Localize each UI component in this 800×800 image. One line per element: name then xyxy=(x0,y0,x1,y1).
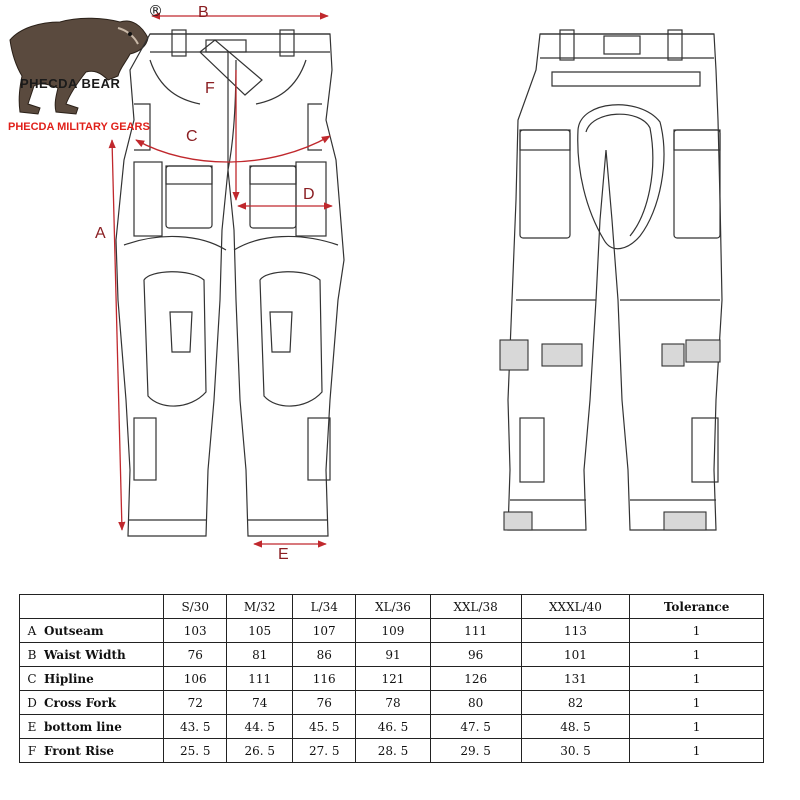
table-cell: 113 xyxy=(520,618,631,643)
dimension-lines xyxy=(108,12,333,548)
dimension-label-a: A xyxy=(95,225,106,242)
dimension-label-d: D xyxy=(303,186,315,203)
table-cell: 43. 5 xyxy=(162,714,228,739)
brand-name: PHECDA BEAR xyxy=(20,76,121,91)
table-cell: 78 xyxy=(355,690,431,715)
row-label: A Outseam xyxy=(19,618,164,643)
table-cell: 86 xyxy=(292,642,357,667)
table-cell: 131 xyxy=(520,666,631,691)
table-cell: 96 xyxy=(429,642,522,667)
row-code: A xyxy=(27,623,37,638)
velcro-patches xyxy=(499,339,721,531)
column-header: XL/36 xyxy=(355,594,431,619)
row-label: C Hipline xyxy=(19,666,164,691)
column-header: L/34 xyxy=(292,594,357,619)
row-name: bottom line xyxy=(44,719,122,734)
row-name: Hipline xyxy=(44,671,94,686)
table-cell: 1 xyxy=(629,714,764,739)
dimension-label-f: F xyxy=(205,80,215,97)
column-header-tolerance: Tolerance xyxy=(629,594,764,619)
table-cell: 1 xyxy=(629,666,764,691)
table-cell: 74 xyxy=(226,690,294,715)
row-label: D Cross Fork xyxy=(19,690,164,715)
row-code: F xyxy=(27,743,37,758)
pants-technical-drawing xyxy=(9,12,723,548)
table-cell: 106 xyxy=(162,666,228,691)
table-cell: 30. 5 xyxy=(520,738,631,763)
table-cell: 116 xyxy=(292,666,357,691)
row-code: E xyxy=(27,719,37,734)
table-cell: 1 xyxy=(629,618,764,643)
column-header: M/32 xyxy=(226,594,294,619)
column-header: XXXL/40 xyxy=(520,594,631,619)
brand-subtitle: PHECDA MILITARY GEARS xyxy=(8,121,150,133)
table-cell: 107 xyxy=(292,618,357,643)
table-cell: 76 xyxy=(162,642,228,667)
table-corner-cell xyxy=(19,594,164,619)
bear-logo xyxy=(9,17,149,115)
row-name: Front Rise xyxy=(44,743,115,758)
table-cell: 111 xyxy=(226,666,294,691)
table-cell: 45. 5 xyxy=(292,714,357,739)
table-header-row: S/30 M/32 L/34 XL/36 XXL/38 XXXL/40 Tole… xyxy=(19,594,764,619)
table-cell: 121 xyxy=(355,666,431,691)
row-code: D xyxy=(27,695,37,710)
table-cell: 81 xyxy=(226,642,294,667)
column-header: S/30 xyxy=(162,594,228,619)
table-cell: 76 xyxy=(292,690,357,715)
table-cell: 28. 5 xyxy=(355,738,431,763)
table-cell: 1 xyxy=(629,738,764,763)
table-cell: 27. 5 xyxy=(292,738,357,763)
row-name: Waist Width xyxy=(44,647,126,662)
table-cell: 1 xyxy=(629,690,764,715)
row-name: Cross Fork xyxy=(44,695,117,710)
row-code: C xyxy=(27,671,37,686)
table-cell: 26. 5 xyxy=(226,738,294,763)
table-cell: 47. 5 xyxy=(429,714,522,739)
table-cell: 82 xyxy=(520,690,631,715)
table-cell: 72 xyxy=(162,690,228,715)
table-cell: 111 xyxy=(429,618,522,643)
registered-mark: ® xyxy=(148,2,163,20)
column-header: XXL/38 xyxy=(429,594,522,619)
table-cell: 126 xyxy=(429,666,522,691)
table-cell: 80 xyxy=(429,690,522,715)
dimension-label-b: B xyxy=(198,4,209,21)
front-view-pants xyxy=(115,29,345,537)
row-label: F Front Rise xyxy=(19,738,164,763)
row-label: B Waist Width xyxy=(19,642,164,667)
table-cell: 91 xyxy=(355,642,431,667)
diagram-stage: ® PHECDA BEAR PHECDA MILITARY GEARS B F … xyxy=(8,2,723,563)
back-view-pants xyxy=(507,29,723,531)
table-cell: 109 xyxy=(355,618,431,643)
table-cell: 48. 5 xyxy=(520,714,631,739)
table-cell: 103 xyxy=(162,618,228,643)
table-cell: 101 xyxy=(520,642,631,667)
table-cell: 44. 5 xyxy=(226,714,294,739)
table-cell: 25. 5 xyxy=(162,738,228,763)
row-code: B xyxy=(27,647,37,662)
table-cell: 1 xyxy=(629,642,764,667)
table-cell: 46. 5 xyxy=(355,714,431,739)
table-cell: 105 xyxy=(226,618,294,643)
table-cell: 29. 5 xyxy=(429,738,522,763)
dimension-label-c: C xyxy=(186,128,198,145)
dimension-label-e: E xyxy=(278,546,289,563)
row-name: Outseam xyxy=(44,623,104,638)
size-chart-table: S/30 M/32 L/34 XL/36 XXL/38 XXXL/40 Tole… xyxy=(19,594,764,763)
